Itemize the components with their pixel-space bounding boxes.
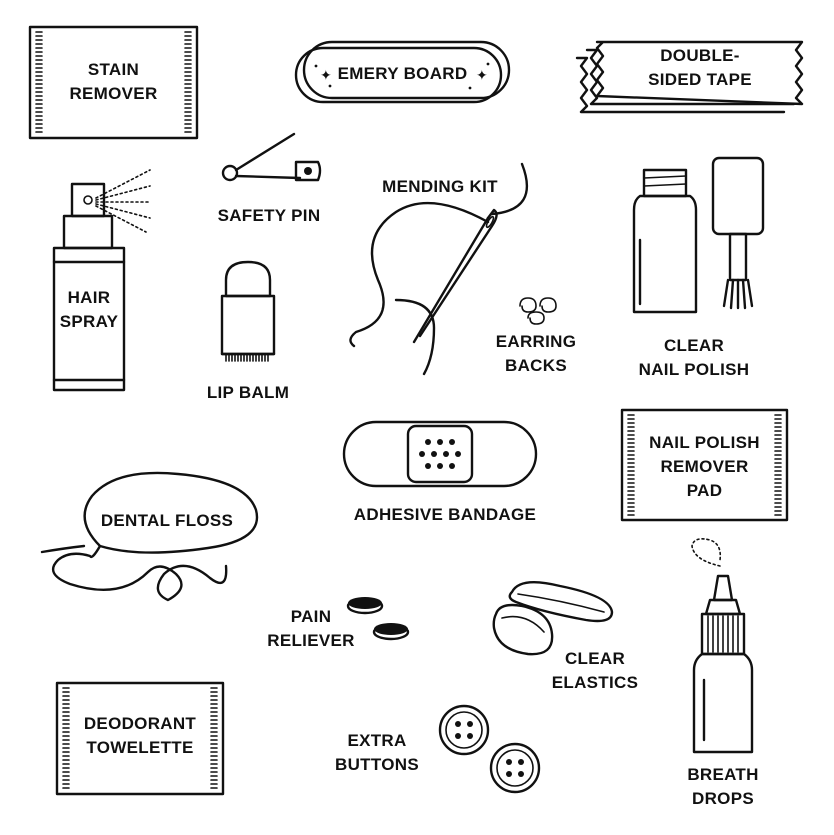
emery-board-label: EMERY BOARD <box>337 64 468 83</box>
breath-drops-icon <box>691 538 754 754</box>
svg-text:✦: ✦ <box>320 68 332 84</box>
adhesive-bandage-icon <box>342 420 538 488</box>
emery-board-icon: ✦ ✦ <box>294 40 511 104</box>
dental-floss-label: DENTAL FLOSS <box>100 511 234 530</box>
safety-pin-label: SAFETY PIN <box>217 206 321 225</box>
double-sided-tape-icon <box>575 40 804 114</box>
nail-polish-brush-icon <box>711 156 765 310</box>
pain-reliever-pills-icon <box>346 597 410 641</box>
dental-floss-icon <box>40 471 259 602</box>
earring-backs-label: EARRING BACKS <box>495 332 577 375</box>
hair-spray-label: HAIR SPRAY <box>59 288 119 331</box>
svg-text:✦: ✦ <box>476 68 488 84</box>
stain-remover-packet-icon <box>28 25 199 140</box>
hair-spray-icon <box>52 169 151 392</box>
mending-kit-label: MENDING KIT <box>382 177 498 196</box>
extra-buttons-label: EXTRA BUTTONS <box>335 731 419 774</box>
deodorant-towelette-label: DEODORANT TOWELETTE <box>83 714 197 757</box>
clear-elastics-icon <box>492 580 614 656</box>
safety-pin-icon <box>221 132 322 182</box>
mending-kit-icon <box>349 162 529 376</box>
clear-elastics-label: CLEAR ELASTICS <box>551 649 639 692</box>
deodorant-towelette-icon <box>55 681 225 796</box>
nail-polish-bottle-icon <box>632 168 698 314</box>
adhesive-bandage-label: ADHESIVE BANDAGE <box>353 505 537 524</box>
extra-buttons-icon <box>438 704 541 794</box>
clear-nail-polish-label: CLEAR NAIL POLISH <box>638 336 750 379</box>
stain-remover-label: STAIN REMOVER <box>69 60 158 103</box>
breath-drops-label: BREATH DROPS <box>687 765 759 808</box>
nail-polish-remover-pad-icon <box>620 408 789 522</box>
lip-balm-label: LIP BALM <box>206 383 290 402</box>
earring-backs-icon <box>519 297 557 325</box>
double-sided-tape-label: DOUBLE- SIDED TAPE <box>648 46 752 89</box>
nail-polish-remover-pad-label: NAIL POLISH REMOVER PAD <box>649 433 760 500</box>
pain-reliever-label: PAIN RELIEVER <box>267 607 355 650</box>
lip-balm-icon <box>220 260 276 362</box>
